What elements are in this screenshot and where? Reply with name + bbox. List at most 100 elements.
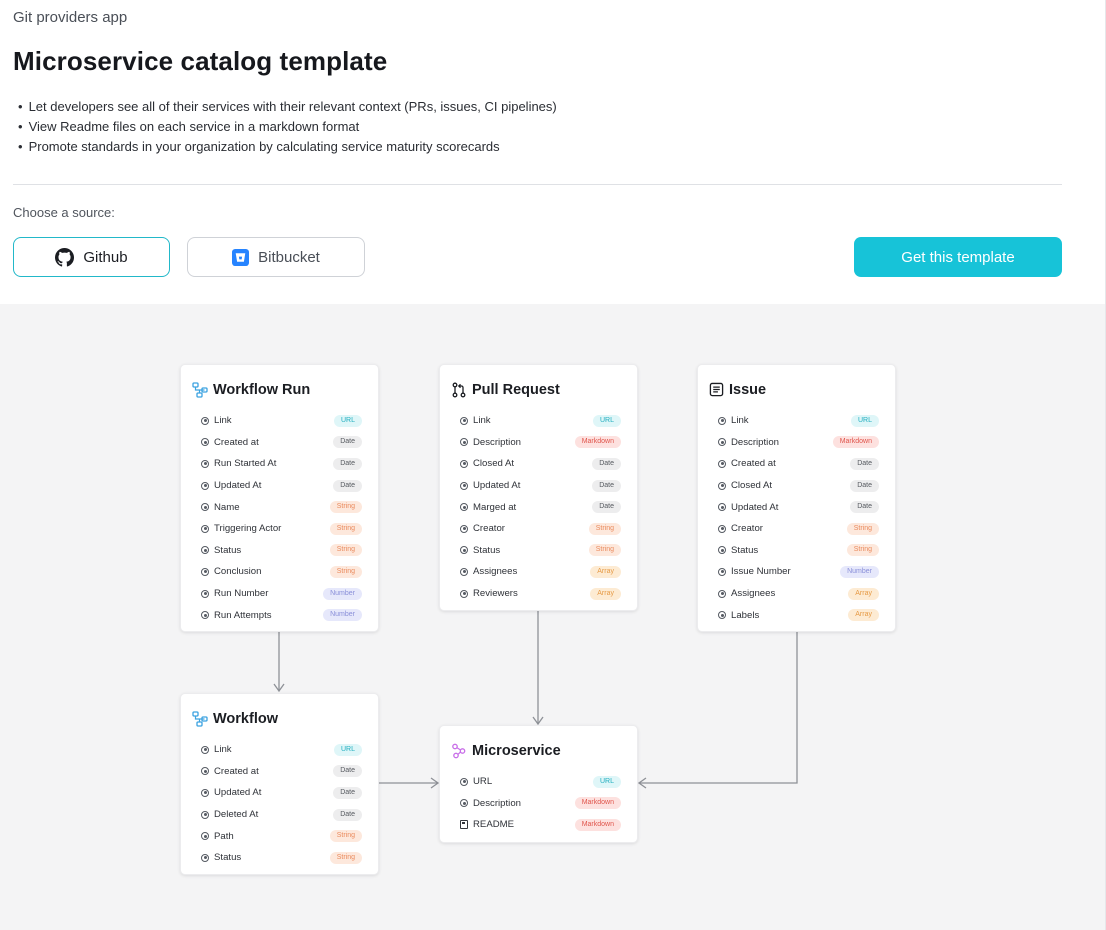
microservice-icon xyxy=(452,743,466,758)
type-badge: Number xyxy=(323,587,362,600)
property-label: Created at xyxy=(214,765,259,777)
property-label: Updated At xyxy=(731,501,779,513)
property-icon xyxy=(718,438,726,447)
property-label: Run Started At xyxy=(214,458,277,470)
property-icon xyxy=(460,524,468,533)
property-icon xyxy=(460,438,468,447)
property-label: Status xyxy=(473,544,501,556)
type-badge: String xyxy=(329,544,362,557)
property-icon xyxy=(460,481,468,490)
property-label: Conclusion xyxy=(214,566,262,578)
github-source-button[interactable]: Github xyxy=(13,237,170,277)
property-label: Creator xyxy=(473,523,505,535)
type-badge: Date xyxy=(333,457,362,470)
property-label: Creator xyxy=(731,523,763,535)
property-icon xyxy=(460,589,468,598)
type-badge: Number xyxy=(323,609,362,622)
card-title: Workflow Run xyxy=(213,381,311,398)
property-label: Assignees xyxy=(473,566,518,578)
arrowhead-icon xyxy=(430,777,440,789)
property-row: Updated At Date xyxy=(201,475,362,497)
property-row: Assignees Array xyxy=(718,583,879,605)
github-icon xyxy=(55,247,75,267)
property-icon xyxy=(460,503,468,512)
property-row: Conclusion String xyxy=(201,561,362,583)
arrowhead-icon xyxy=(532,716,544,726)
property-label: Status xyxy=(214,852,242,864)
property-icon xyxy=(201,524,209,533)
property-icon xyxy=(201,767,209,776)
property-icon xyxy=(460,777,468,786)
feature-list: Let developers see all of their services… xyxy=(18,97,557,157)
issue-icon xyxy=(709,382,724,397)
property-label: Updated At xyxy=(214,480,262,492)
property-label: URL xyxy=(473,776,493,788)
relation-connectors xyxy=(273,611,798,789)
property-icon xyxy=(718,524,726,533)
type-badge: Date xyxy=(333,479,362,492)
card-header: Pull Request xyxy=(440,365,637,410)
pull-request-icon xyxy=(452,382,466,397)
get-template-button[interactable]: Get this template xyxy=(854,237,1062,277)
bitbucket-source-button[interactable]: Bitbucket xyxy=(187,237,365,277)
type-badge: String xyxy=(588,522,621,535)
property-icon xyxy=(718,503,726,512)
property-icon xyxy=(201,810,209,819)
choose-source-label: Choose a source: xyxy=(13,205,115,220)
type-badge: Number xyxy=(840,565,879,578)
card-title: Workflow xyxy=(213,710,278,727)
type-badge: Array xyxy=(848,587,879,600)
divider xyxy=(13,184,1062,185)
document-icon xyxy=(460,820,468,830)
property-label: Assignees xyxy=(731,588,776,600)
type-badge: Date xyxy=(333,436,362,449)
type-badge: String xyxy=(329,565,362,578)
property-label: Description xyxy=(473,436,521,448)
property-icon xyxy=(201,853,209,862)
property-label: Deleted At xyxy=(214,809,259,821)
template-header: Git providers app Microservice catalog t… xyxy=(0,0,1106,304)
card-title: Pull Request xyxy=(472,381,560,398)
card-header: Microservice xyxy=(440,726,637,771)
type-badge: Date xyxy=(333,765,362,778)
property-icon xyxy=(718,459,726,468)
property-label: Created at xyxy=(731,458,776,470)
app-title: Git providers app xyxy=(13,9,128,26)
card-title: Microservice xyxy=(472,742,561,759)
arrowhead-icon xyxy=(637,777,647,789)
card-header: Workflow Run xyxy=(181,365,378,410)
property-icon xyxy=(201,567,209,576)
property-icon xyxy=(460,799,468,808)
bitbucket-label: Bitbucket xyxy=(258,248,320,266)
type-badge: Markdown xyxy=(832,436,879,449)
property-icon xyxy=(201,416,209,425)
feature-item: Let developers see all of their services… xyxy=(18,97,557,117)
property-label: Link xyxy=(214,415,232,427)
type-badge: Date xyxy=(592,501,621,514)
property-icon xyxy=(718,567,726,576)
property-label: Triggering Actor xyxy=(214,523,282,535)
property-icon xyxy=(201,832,209,841)
property-label: Path xyxy=(214,830,234,842)
property-label: Updated At xyxy=(473,480,521,492)
property-icon xyxy=(201,546,209,555)
property-icon xyxy=(201,459,209,468)
